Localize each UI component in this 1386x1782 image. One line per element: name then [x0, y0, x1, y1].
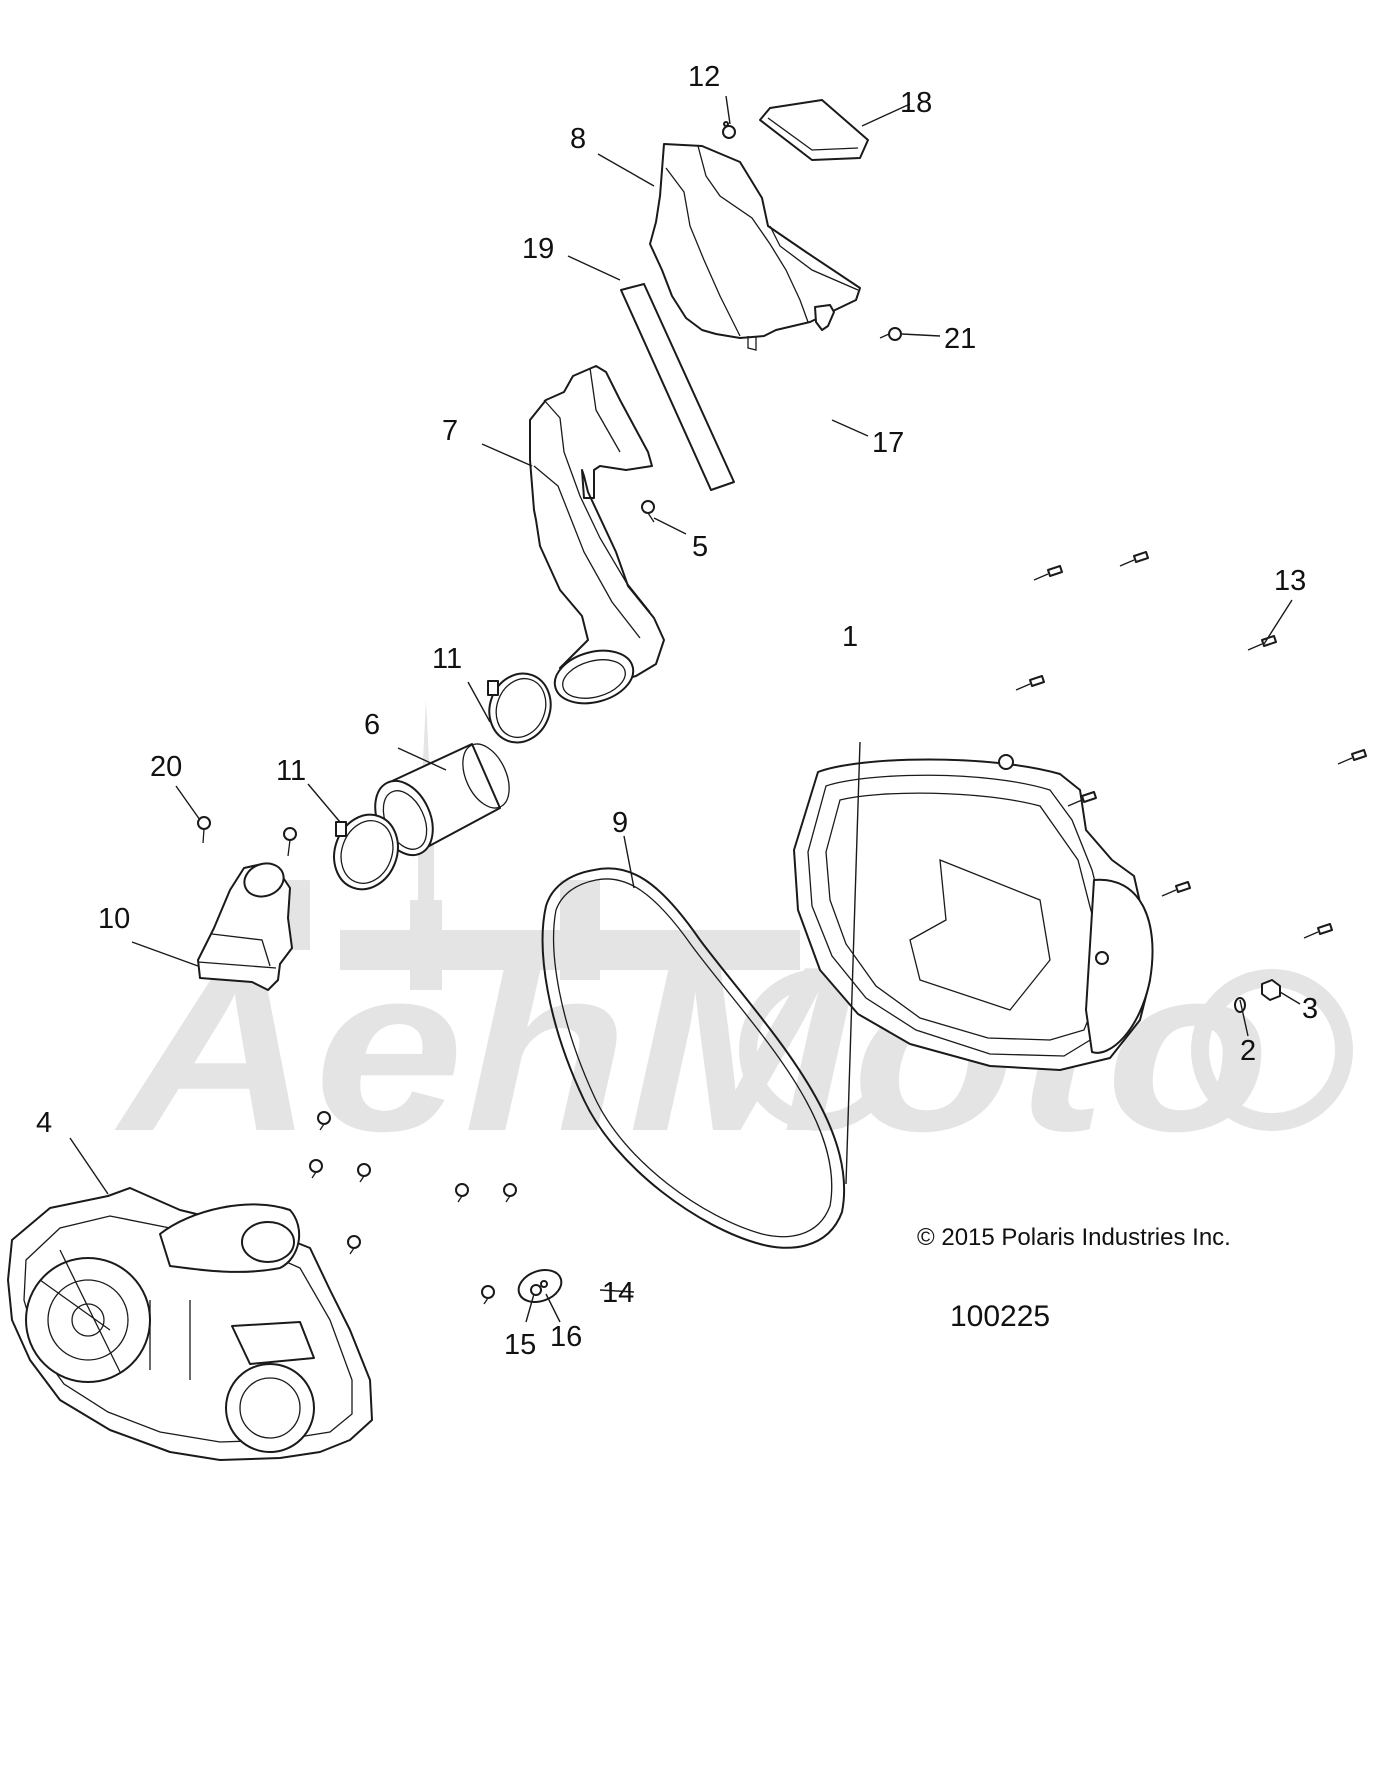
- callout-6: 6: [364, 709, 380, 741]
- callout-18: 18: [900, 87, 932, 119]
- callout-labels: 1 2 3 4 5 6 7 8 9 10 11 11 12 13 14 15 1…: [36, 61, 1318, 1361]
- part-20-screws: [197, 816, 297, 857]
- part-18-foam-pad: [759, 99, 869, 161]
- part-7-intake-duct: [529, 365, 665, 705]
- callout-20: 20: [150, 751, 182, 783]
- part-11-lower-clamp: [333, 813, 399, 891]
- part-8-upper-duct: [649, 143, 861, 351]
- callout-14: 14: [602, 1277, 634, 1309]
- callout-9: 9: [612, 807, 628, 839]
- callout-5: 5: [692, 531, 708, 563]
- part-1-inner-clutch-cover: [793, 754, 1154, 1071]
- part-10-adapter: [197, 862, 293, 991]
- callout-21: 21: [944, 323, 976, 355]
- callout-15: 15: [504, 1329, 536, 1361]
- callout-4: 4: [36, 1107, 52, 1139]
- part-4-outer-clutch-cover: [7, 1187, 373, 1461]
- callout-8: 8: [570, 123, 586, 155]
- part-17-grommet: [814, 304, 835, 331]
- callout-2: 2: [1240, 1035, 1256, 1067]
- callout-11-upper: 11: [432, 643, 462, 675]
- part-15-16-fasteners: [530, 1280, 548, 1296]
- callout-12: 12: [688, 61, 720, 93]
- callout-19: 19: [522, 233, 554, 265]
- copyright-notice: © 2015 Polaris Industries Inc.: [917, 1224, 1231, 1251]
- scattered-bolts: [309, 1111, 517, 1305]
- callout-7: 7: [442, 415, 458, 447]
- part-12-rivet: [722, 121, 736, 139]
- part-5-screw: [641, 500, 655, 523]
- part-19-foam-strip: [620, 283, 735, 491]
- part-9-drive-belt: [541, 867, 845, 1249]
- callout-11-lower: 11: [276, 755, 306, 787]
- callout-17: 17: [872, 427, 904, 459]
- leader-lines: [69, 95, 1301, 1323]
- figure-number: 100225: [950, 1300, 1051, 1333]
- callout-3: 3: [1302, 993, 1318, 1025]
- part-13-screws: [1015, 551, 1367, 939]
- part-21-screw: [879, 327, 902, 341]
- callout-16: 16: [550, 1321, 582, 1353]
- part-11-upper-clamp: [487, 672, 552, 744]
- part-3-nut: [1261, 979, 1281, 1001]
- callout-13: 13: [1274, 565, 1306, 597]
- callout-10: 10: [98, 903, 130, 935]
- callout-1: 1: [842, 621, 858, 653]
